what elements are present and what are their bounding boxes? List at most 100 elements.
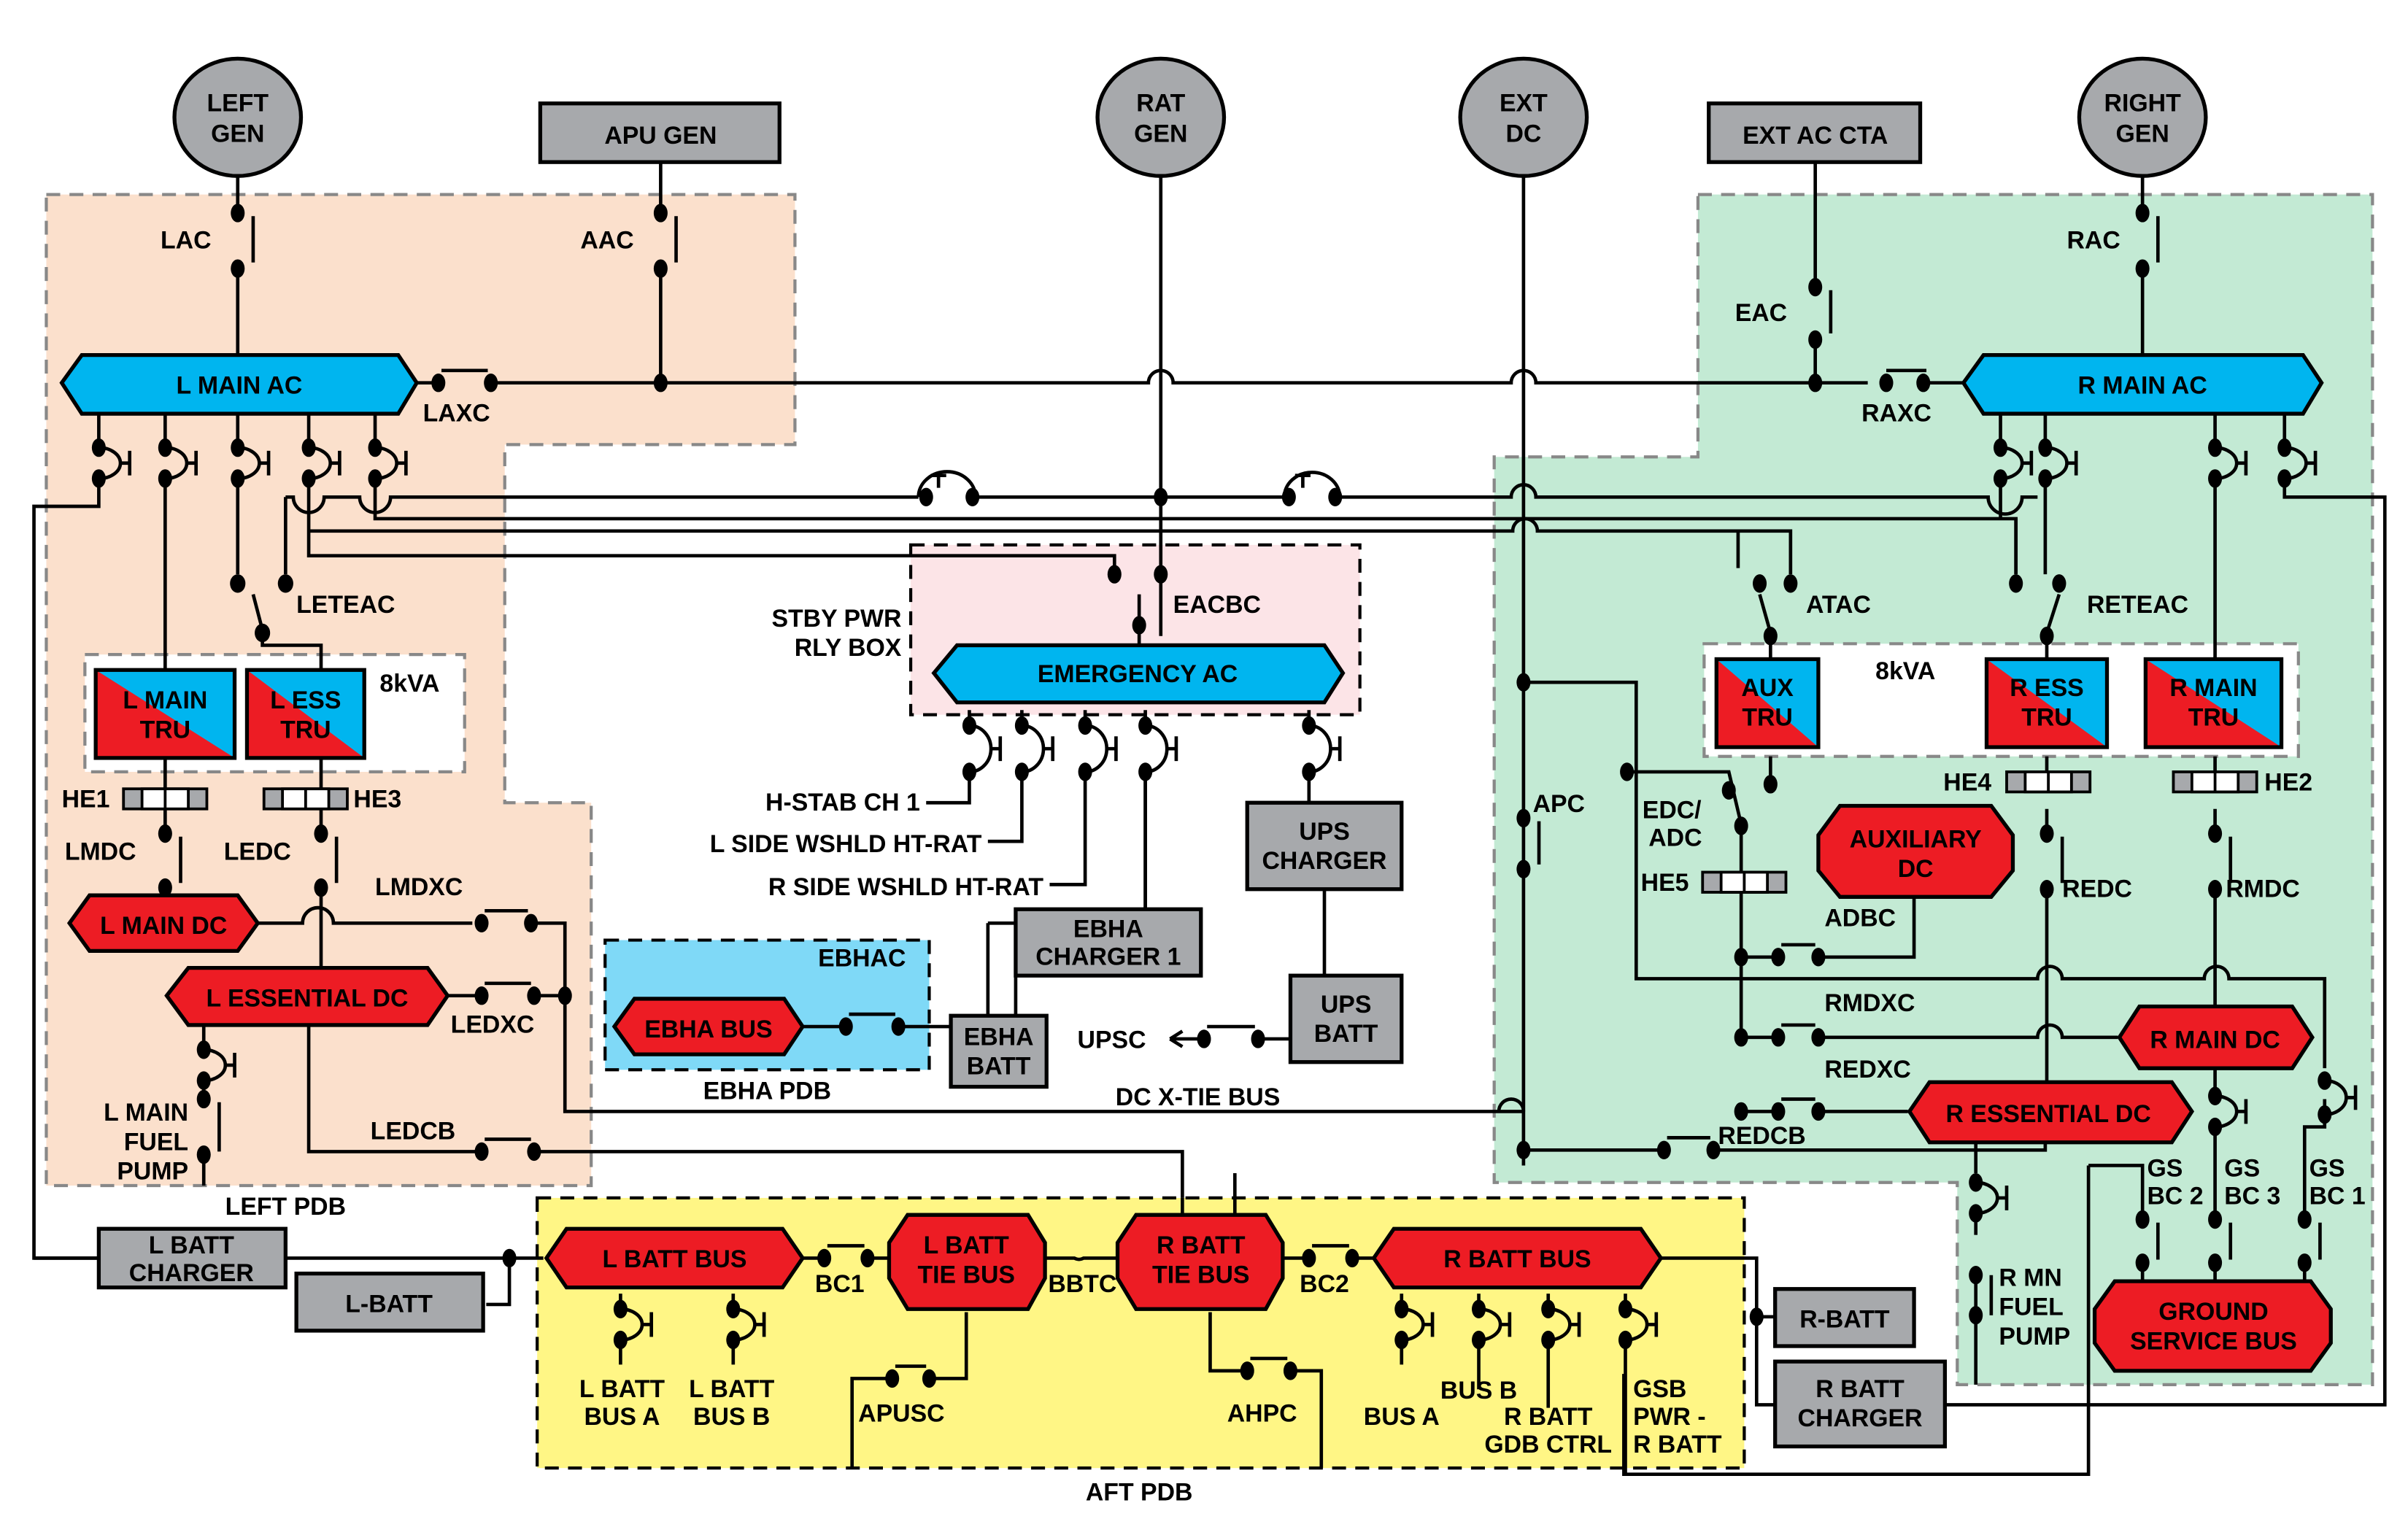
r-batt-tie-bus[interactable]: R BATT TIE BUS (1115, 1213, 1285, 1311)
ups-charger-label-2: CHARGER (1262, 847, 1386, 875)
l-batt-bus-a-label-1: L BATT (579, 1375, 665, 1403)
l-main-fuel-pump-label-2: FUEL (124, 1128, 188, 1156)
r-batt-charger-label-2: CHARGER (1798, 1404, 1923, 1432)
ebha-charger-label-2: CHARGER 1 (1035, 943, 1181, 970)
ext-dc: EXT DC (1458, 56, 1589, 178)
ahpc-label: AHPC (1227, 1400, 1297, 1428)
gs-bc3-label-1: GS (2224, 1154, 2260, 1182)
he1-label: HE1 (62, 786, 110, 813)
r-main-ac-bus[interactable]: R MAIN AC (1961, 353, 2324, 416)
aux-tru-label-2: TRU (1742, 703, 1793, 731)
r-batt-bus[interactable]: R BATT BUS (1371, 1226, 1664, 1290)
l-main-tru-label-2: TRU (140, 716, 191, 743)
l-main-ac-bus[interactable]: L MAIN AC (59, 353, 420, 416)
edc-adc-label-2: ADC (1648, 824, 1702, 851)
lmdc-label: LMDC (65, 838, 136, 866)
emergency-ac-bus[interactable]: EMERGENCY AC (931, 643, 1346, 705)
rat-gen-label-1: RAT (1136, 89, 1185, 117)
aac-label: AAC (580, 227, 633, 255)
l-batt-bus-b-label-2: BUS B (693, 1403, 770, 1431)
lmdxc-label: LMDXC (375, 873, 463, 901)
l-main-dc-bus[interactable]: L MAIN DC (66, 893, 261, 954)
left-gen-label-1: LEFT (207, 89, 269, 117)
he5-label: HE5 (1641, 869, 1689, 897)
r-batt: R-BATT (1773, 1287, 1916, 1348)
bc1-label: BC1 (815, 1270, 865, 1298)
right-tru-rating: 8kVA (1875, 657, 1935, 685)
r-main-tru[interactable]: R MAIN TRU (2143, 657, 2284, 749)
r-batt-charger: R BATT CHARGER (1773, 1359, 1948, 1449)
right-gen-label-2: GEN (2116, 120, 2169, 148)
rac-label: RAC (2067, 227, 2120, 255)
left-gen-label-2: GEN (211, 120, 264, 148)
r-essential-dc-label: R ESSENTIAL DC (1945, 1100, 2150, 1128)
l-ess-tru-label-1: L ESS (270, 687, 341, 714)
l-batt-charger-label-2: CHARGER (129, 1259, 254, 1287)
apu-gen: APU GEN (538, 101, 782, 164)
l-main-fuel-pump-label-1: L MAIN (104, 1099, 188, 1126)
l-batt-bus[interactable]: L BATT BUS (544, 1226, 806, 1290)
contactor-labels: LAC AAC LAXC RAC EAC RAXC LETEAC EACBC A… (65, 227, 2300, 1428)
l-batt-bus-label: L BATT BUS (602, 1245, 746, 1273)
r-batt-gdb-ctrl-label-2: GDB CTRL (1484, 1431, 1612, 1458)
ground-service-bus-label-1: GROUND (2158, 1298, 2268, 1326)
ext-ac-cta-label: EXT AC CTA (1743, 122, 1888, 150)
l-batt-charger: L BATT CHARGER (96, 1226, 288, 1290)
l-batt-label: L-BATT (345, 1290, 433, 1318)
reteac-label: RETEAC (2087, 591, 2188, 619)
lac-label: LAC (161, 227, 212, 255)
raxc-label: RAXC (1861, 400, 1932, 428)
eac-label: EAC (1735, 299, 1787, 327)
l-essential-dc-bus[interactable]: L ESSENTIAL DC (164, 965, 450, 1027)
gs-bc2-label-1: GS (2147, 1154, 2183, 1182)
r-ess-tru[interactable]: R ESS TRU (1984, 657, 2110, 749)
r-bus-a-label: BUS A (1364, 1403, 1440, 1431)
l-batt: L-BATT (294, 1271, 485, 1333)
aux-tru-label-1: AUX (1741, 674, 1794, 702)
l-essential-dc-label: L ESSENTIAL DC (207, 985, 409, 1013)
bc2-label: BC2 (1300, 1270, 1349, 1298)
r-wshld-label: R SIDE WSHLD HT-RAT (768, 873, 1043, 901)
ebha-bus[interactable]: EBHA BUS (611, 997, 806, 1056)
eacbc-label: EACBC (1173, 591, 1261, 619)
auxiliary-dc-label-2: DC (1898, 855, 1934, 883)
r-main-dc-bus[interactable]: R MAIN DC (2117, 1004, 2315, 1070)
auxiliary-dc-bus[interactable]: AUXILIARY DC (1816, 803, 2015, 899)
apc-label: APC (1533, 790, 1585, 818)
left-tru-rating: 8kVA (379, 670, 439, 697)
redcb-label: REDCB (1718, 1122, 1805, 1150)
ground-service-bus[interactable]: GROUND SERVICE BUS (2092, 1279, 2333, 1373)
r-main-tru-label-2: TRU (2188, 703, 2239, 731)
he2-label: HE2 (2264, 768, 2312, 796)
ebhac-label: EBHAC (818, 945, 906, 973)
l-batt-bus-a-label-2: BUS A (584, 1403, 660, 1431)
l-ess-tru[interactable]: L ESS TRU (244, 668, 366, 760)
r-essential-dc-bus[interactable]: R ESSENTIAL DC (1907, 1080, 2195, 1145)
r-main-ac-label: R MAIN AC (2078, 372, 2207, 400)
contactor-bars (179, 216, 2322, 1368)
ledxc-label: LEDXC (451, 1011, 535, 1039)
l-ess-tru-label-2: TRU (280, 716, 331, 743)
l-main-ac-label: L MAIN AC (176, 372, 302, 400)
left-pdb-label: LEFT PDB (225, 1193, 346, 1221)
circuit-breaker-arcs (99, 446, 2358, 1342)
junction-dots (91, 204, 2332, 1388)
gsb-pwr-label-1: GSB (1633, 1375, 1686, 1403)
adbc-label: ADBC (1824, 905, 1896, 932)
l-batt-tie-bus[interactable]: L BATT TIE BUS (887, 1213, 1047, 1311)
gs-bc1-label-1: GS (2309, 1154, 2345, 1182)
l-main-tru[interactable]: L MAIN TRU (93, 668, 237, 760)
aux-tru[interactable]: AUX TRU (1714, 657, 1821, 749)
l-batt-charger-label-1: L BATT (149, 1232, 234, 1259)
gs-bc1-label-2: BC 1 (2309, 1182, 2366, 1210)
r-ess-tru-label-2: TRU (2021, 703, 2072, 731)
ext-dc-label-1: EXT (1500, 89, 1548, 117)
r-bus-b-label: BUS B (1440, 1377, 1517, 1404)
r-batt-bus-label: R BATT BUS (1443, 1245, 1591, 1273)
l-wshld-label: L SIDE WSHLD HT-RAT (710, 830, 982, 858)
gs-bc3-label-2: BC 3 (2224, 1182, 2280, 1210)
r-ess-tru-label-1: R ESS (2010, 674, 2084, 702)
r-main-tru-label-1: R MAIN (2169, 674, 2257, 702)
dc-xtie-bus-label: DC X-TIE BUS (1116, 1083, 1281, 1111)
